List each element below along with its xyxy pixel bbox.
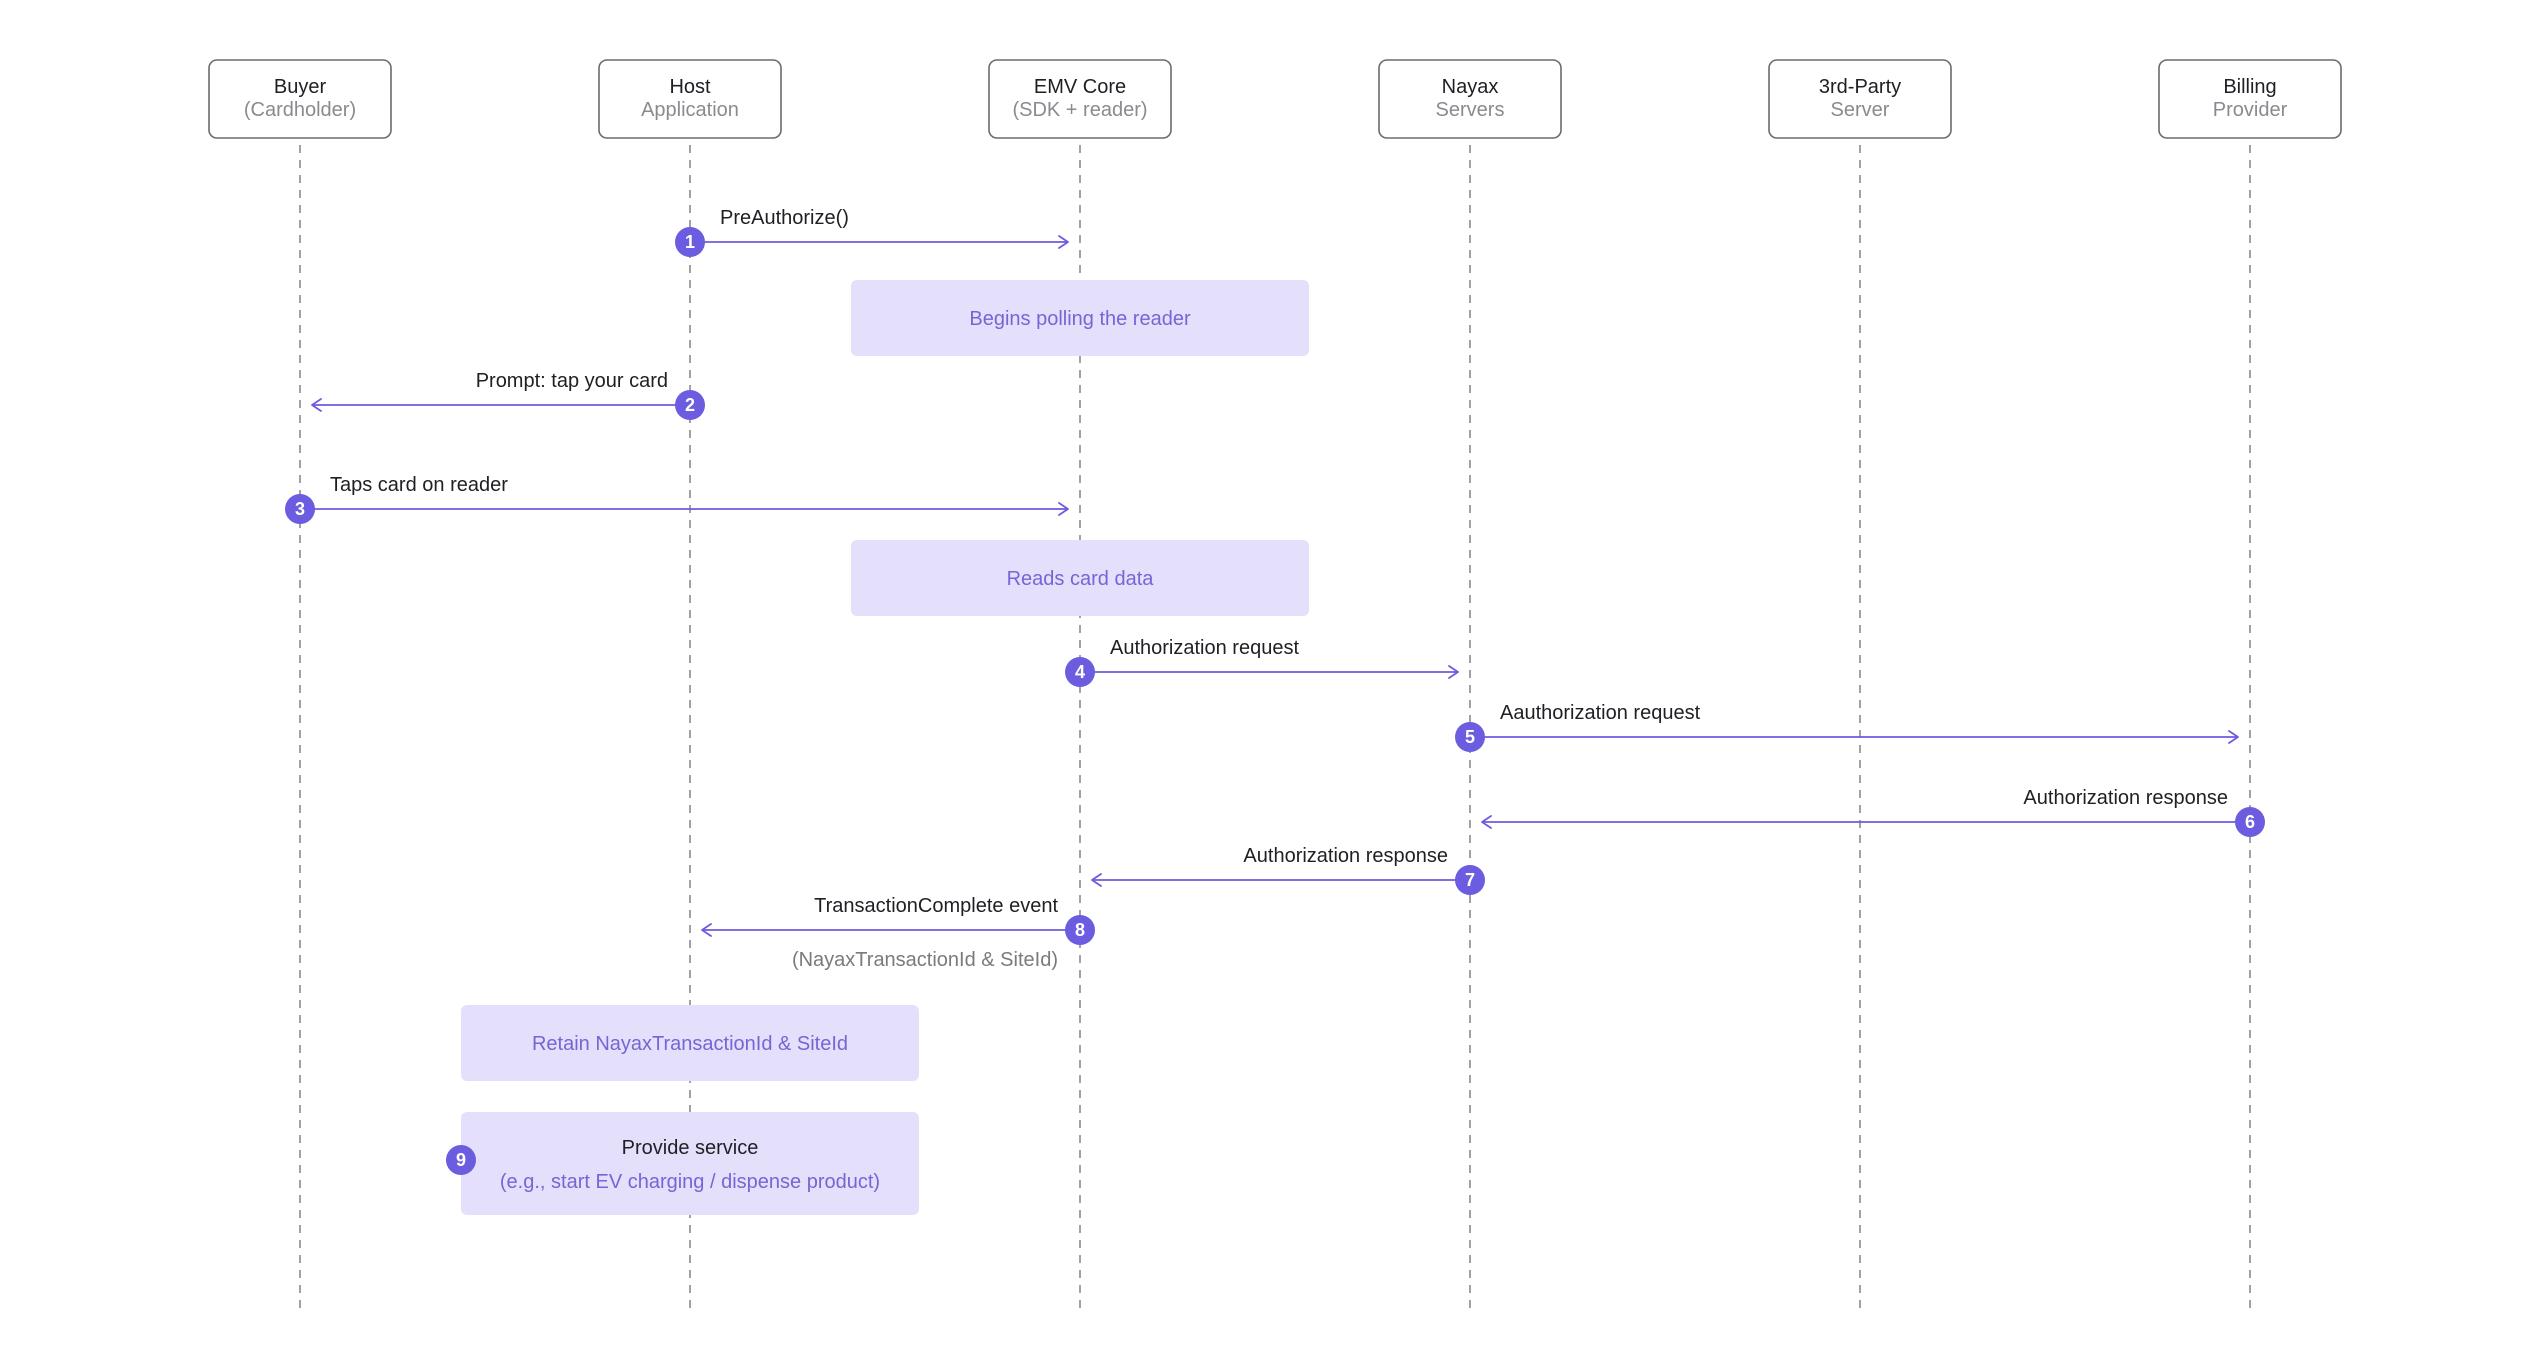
- actor-subtitle: Server: [1831, 99, 1890, 121]
- note-2: Reads card data: [851, 540, 1309, 616]
- arrowhead: [2228, 730, 2239, 744]
- step-badge: 5: [1455, 722, 1485, 752]
- message-6: Authorization response 6: [1481, 787, 2265, 837]
- actor-subtitle: Servers: [1436, 99, 1505, 121]
- note-text: Reads card data: [1007, 568, 1155, 590]
- actor-name: Billing: [2223, 76, 2276, 98]
- message-2: Prompt: tap your card 2: [311, 370, 705, 420]
- message-8: TransactionComplete event (NayaxTransacti…: [701, 895, 1095, 971]
- message-7: Authorization response 7: [1091, 845, 1485, 895]
- step-badge-circle: [2235, 807, 2265, 837]
- step-badge-circle: [675, 390, 705, 420]
- note-1: Begins polling the reader: [851, 280, 1309, 356]
- note-3: Retain NayaxTransactionId & SiteId: [461, 1005, 919, 1081]
- step-badge-circle: [1455, 722, 1485, 752]
- actor-name: Host: [669, 76, 711, 98]
- step-badge-circle: [446, 1145, 476, 1175]
- actor-name: 3rd-Party: [1819, 76, 1901, 98]
- note-box: [851, 540, 1309, 616]
- step-badge-number: 9: [456, 1150, 466, 1170]
- actor-box: [1378, 59, 1562, 139]
- message-label: Prompt: tap your card: [476, 370, 668, 392]
- actor-subtitle: (Cardholder): [244, 99, 356, 121]
- message-5: Aauthorization request 5: [1455, 702, 2239, 752]
- message-label: PreAuthorize(): [720, 207, 849, 229]
- note-4: Provide service (e.g., start EV charging …: [446, 1112, 919, 1215]
- step-badge-circle: [1065, 657, 1095, 687]
- arrowhead: [1091, 873, 1102, 887]
- arrowhead: [311, 398, 322, 412]
- actor-subtitle: Provider: [2213, 99, 2288, 121]
- note-title: Provide service: [622, 1137, 759, 1159]
- actor-emv: EMV Core(SDK + reader): [988, 59, 1172, 139]
- message-1: PreAuthorize() 1: [675, 207, 1069, 257]
- step-badge-number: 5: [1465, 727, 1475, 747]
- step-badge-number: 6: [2245, 812, 2255, 832]
- message-label: TransactionComplete event: [814, 895, 1058, 917]
- note-box: [851, 280, 1309, 356]
- step-badge: 2: [675, 390, 705, 420]
- message-3: Taps card on reader 3: [285, 474, 1069, 524]
- arrowhead: [701, 923, 712, 937]
- message-label: Taps card on reader: [330, 474, 508, 496]
- step-badge-number: 7: [1465, 870, 1475, 890]
- arrowhead: [1058, 502, 1069, 516]
- step-badge-number: 1: [685, 232, 695, 252]
- step-badge-circle: [1065, 915, 1095, 945]
- note-text: (e.g., start EV charging / dispense prod…: [500, 1171, 880, 1193]
- actor-name: Buyer: [274, 76, 327, 98]
- arrowhead: [1448, 665, 1459, 679]
- step-badge: 3: [285, 494, 315, 524]
- step-badge: 8: [1065, 915, 1095, 945]
- message-label: Aauthorization request: [1500, 702, 1701, 724]
- actor-buyer: Buyer(Cardholder): [208, 59, 392, 139]
- step-badge-circle: [285, 494, 315, 524]
- message-label: Authorization response: [1243, 845, 1448, 867]
- actor-box: [988, 59, 1172, 139]
- step-badge-number: 2: [685, 395, 695, 415]
- step-badge-number: 8: [1075, 920, 1085, 940]
- note-text: Retain NayaxTransactionId & SiteId: [532, 1033, 848, 1055]
- arrowhead: [1481, 815, 1492, 829]
- note-text: Begins polling the reader: [969, 308, 1191, 330]
- step-badge-circle: [1455, 865, 1485, 895]
- step-badge-circle: [675, 227, 705, 257]
- step-badge: 1: [675, 227, 705, 257]
- step-badge: 6: [2235, 807, 2265, 837]
- actor-box: [1768, 59, 1952, 139]
- actor-name: Nayax: [1442, 76, 1499, 98]
- step-badge: 7: [1455, 865, 1485, 895]
- actor-box: [208, 59, 392, 139]
- actor-name: EMV Core: [1034, 76, 1126, 98]
- arrowhead: [1058, 235, 1069, 249]
- note-box: [461, 1005, 919, 1081]
- message-sublabel: (NayaxTransactionId & SiteId): [792, 949, 1058, 971]
- step-badge-number: 4: [1075, 662, 1085, 682]
- step-badge: 4: [1065, 657, 1095, 687]
- actor-box: [598, 59, 782, 139]
- message-label: Authorization response: [2023, 787, 2228, 809]
- note-box: [461, 1112, 919, 1215]
- message-label: Authorization request: [1110, 637, 1299, 659]
- step-badge: 9: [446, 1145, 476, 1175]
- actor-subtitle: (SDK + reader): [1012, 99, 1147, 121]
- actor-box: [2158, 59, 2342, 139]
- actor-subtitle: Application: [641, 99, 739, 121]
- message-4: Authorization request 4: [1065, 637, 1459, 687]
- step-badge-number: 3: [295, 499, 305, 519]
